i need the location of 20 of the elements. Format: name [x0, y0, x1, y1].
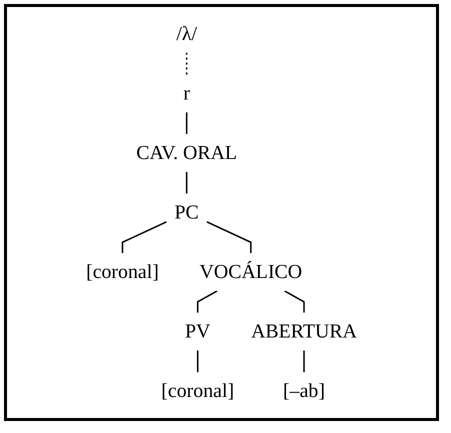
connector	[284, 290, 305, 313]
node-text: [coronal]	[86, 261, 159, 283]
diagram-frame: /λ/ r CAV. ORAL PC [coronal] VOCÁLICO PV ABERTURA [coronal] [–ab]	[4, 4, 439, 421]
connector	[196, 350, 198, 372]
connector	[122, 221, 167, 254]
connector	[186, 112, 188, 134]
connector	[186, 172, 188, 194]
node-text: VOCÁLICO	[200, 261, 302, 283]
node-text: r	[183, 82, 190, 104]
node-text: PC	[174, 202, 199, 224]
connector	[303, 350, 305, 372]
node-text: ABERTURA	[251, 320, 357, 343]
node-text: [–ab]	[283, 380, 325, 402]
connector	[196, 290, 218, 313]
node-text: [coronal]	[161, 380, 234, 402]
connector	[206, 221, 252, 254]
node-text: /λ/	[176, 22, 197, 45]
connector	[186, 52, 188, 74]
node-text: PV	[185, 320, 210, 343]
node-text: CAV. ORAL	[136, 142, 238, 164]
